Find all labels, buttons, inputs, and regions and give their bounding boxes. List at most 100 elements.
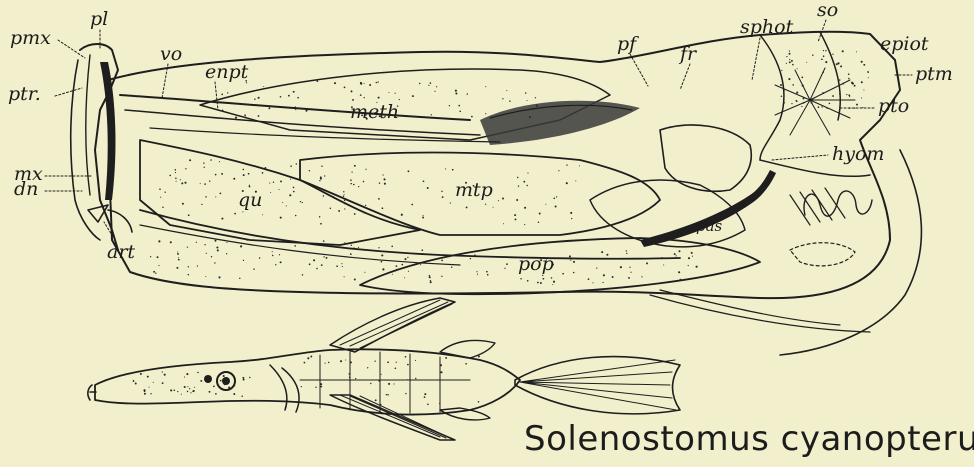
stipple-dot — [313, 259, 315, 261]
stipple-dot — [525, 92, 527, 94]
stipple-dot — [407, 257, 408, 258]
label-pmx: pmx — [10, 27, 51, 49]
stipple-dot — [422, 217, 424, 219]
stipple-dot — [227, 92, 228, 93]
stipple-dot — [360, 94, 362, 96]
label-sphot: sphot — [740, 16, 794, 38]
stipple-dot — [451, 266, 453, 268]
stipple-dot — [867, 71, 869, 73]
stipple-dot — [430, 82, 432, 84]
stipple-dot — [823, 55, 825, 57]
stipple-dot — [370, 383, 371, 384]
stipple-dot — [275, 264, 276, 265]
stipple-dot — [184, 377, 185, 378]
stipple-dot — [455, 90, 457, 92]
stipple-dot — [344, 276, 345, 277]
stipple-dot — [381, 254, 383, 256]
stipple-dot — [328, 362, 329, 363]
stipple-dot — [823, 50, 824, 51]
stipple-dot — [135, 383, 137, 385]
stipple-dot — [164, 374, 166, 376]
stipple-dot — [688, 265, 689, 266]
stipple-dot — [407, 364, 409, 366]
stipple-dot — [526, 100, 527, 101]
stipple-dot — [846, 94, 847, 95]
stipple-dot — [856, 51, 857, 52]
stipple-dot — [440, 364, 442, 366]
stipple-dot — [781, 70, 782, 71]
stipple-dot — [502, 98, 503, 99]
stipple-dot — [192, 390, 194, 392]
stipple-dot — [555, 205, 557, 207]
stipple-dot — [221, 173, 223, 175]
stipple-dot — [467, 93, 468, 94]
stipple-dot — [431, 114, 432, 115]
stipple-dot — [383, 174, 384, 175]
stipple-dot — [170, 241, 172, 243]
stipple-dot — [493, 207, 494, 208]
stipple-dot — [222, 110, 224, 112]
stipple-dot — [789, 50, 790, 51]
stipple-dot — [579, 165, 580, 166]
stipple-dot — [211, 256, 212, 257]
stipple-dot — [286, 205, 287, 206]
stipple-dot — [396, 362, 397, 363]
label-epiot: epiot — [880, 33, 929, 55]
stipple-dot — [177, 253, 179, 255]
stipple-dot — [290, 179, 291, 180]
stipple-dot — [234, 213, 236, 215]
stipple-dot — [391, 245, 393, 247]
stipple-dot — [421, 249, 423, 251]
stipple-dot — [540, 282, 542, 284]
stipple-dot — [573, 261, 575, 263]
stipple-dot — [441, 260, 443, 262]
stipple-dot — [602, 282, 603, 283]
stipple-dot — [502, 198, 504, 200]
stipple-dot — [354, 279, 356, 281]
label-mtp: mtp — [455, 179, 493, 201]
stipple-dot — [674, 253, 676, 255]
stipple-dot — [445, 357, 447, 359]
stipple-dot — [450, 202, 451, 203]
stipple-dot — [153, 271, 155, 273]
stipple-dot — [282, 202, 283, 203]
stipple-dot — [404, 258, 406, 260]
stipple-dot — [601, 251, 603, 253]
stipple-dot — [868, 77, 869, 78]
stipple-dot — [241, 396, 242, 397]
stipple-dot — [471, 116, 473, 118]
stipple-dot — [280, 180, 282, 182]
stipple-dot — [184, 182, 186, 184]
stipple-dot — [377, 81, 378, 82]
stipple-dot — [441, 276, 442, 277]
stipple-dot — [332, 196, 333, 197]
stipple-dot — [184, 386, 186, 388]
stipple-dot — [529, 116, 531, 118]
stipple-dot — [537, 282, 539, 284]
stipple-dot — [848, 94, 850, 96]
stipple-dot — [849, 96, 850, 97]
stipple-dot — [262, 214, 263, 215]
stipple-dot — [249, 377, 250, 378]
label-meth: meth — [350, 101, 399, 123]
stipple-dot — [228, 386, 230, 388]
stipple-dot — [517, 177, 518, 178]
stipple-dot — [338, 210, 340, 212]
stipple-dot — [323, 256, 324, 257]
stipple-dot — [280, 96, 282, 98]
stipple-dot — [863, 89, 864, 90]
stipple-dot — [351, 245, 352, 246]
stipple-dot — [415, 378, 416, 379]
stipple-dot — [821, 58, 823, 60]
stipple-dot — [378, 198, 380, 200]
stipple-dot — [354, 165, 356, 167]
stipple-dot — [300, 201, 301, 202]
label-art: art — [107, 241, 135, 263]
stipple-dot — [217, 249, 219, 251]
stipple-dot — [268, 107, 270, 109]
stipple-dot — [204, 183, 206, 185]
label-ptr: ptr. — [8, 83, 41, 105]
stipple-dot — [538, 221, 539, 222]
stipple-dot — [825, 61, 827, 63]
stipple-dot — [270, 192, 271, 193]
